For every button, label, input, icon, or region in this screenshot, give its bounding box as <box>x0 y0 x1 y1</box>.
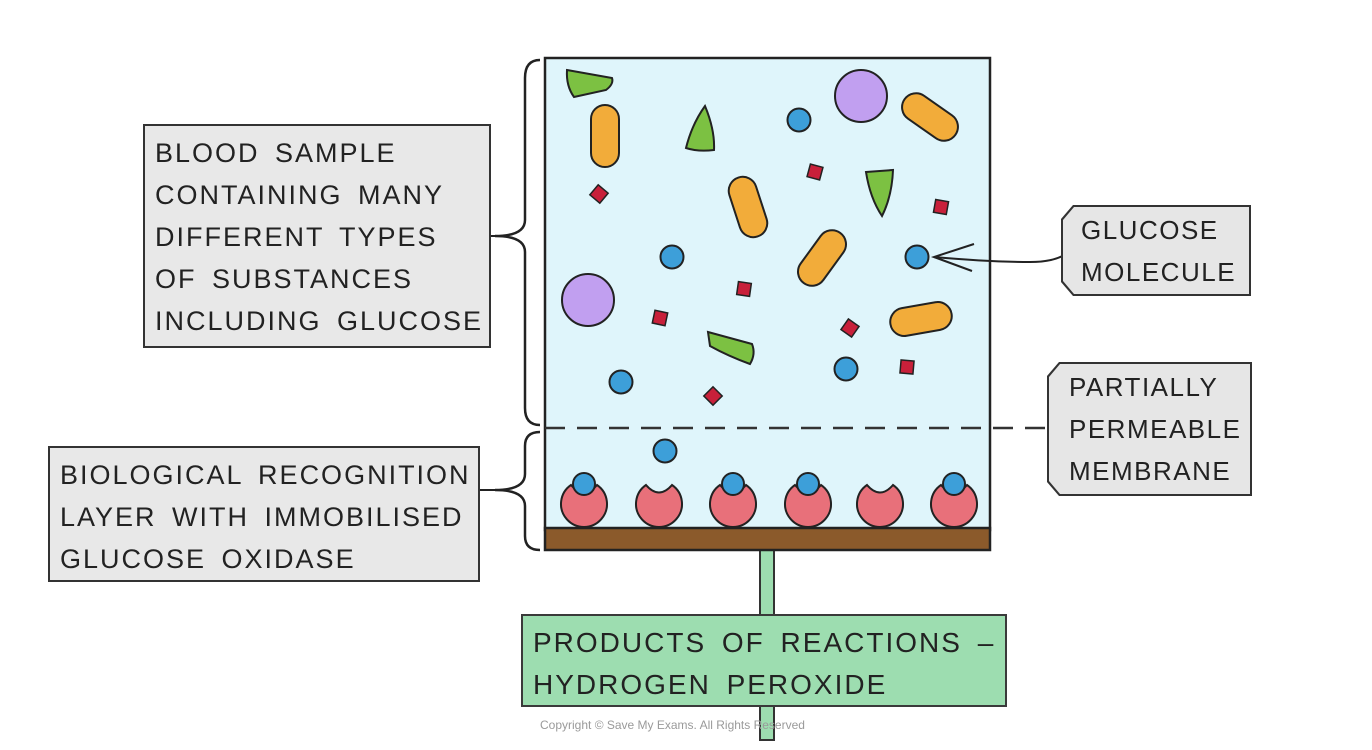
label-line: INCLUDING GLUCOSE <box>155 306 484 336</box>
orange-molecule <box>727 175 769 239</box>
red-molecule <box>806 163 824 181</box>
enzyme-with-glucose <box>709 472 757 528</box>
red-molecule <box>899 359 915 375</box>
blood-sample-label: BLOOD SAMPLE CONTAINING MANY DIFFERENT T… <box>143 124 491 348</box>
brace-bio-layer <box>494 430 541 552</box>
label-line: PARTIALLY <box>1069 372 1219 402</box>
green-molecule <box>684 103 716 152</box>
red-molecule <box>839 317 861 339</box>
label-line: BIOLOGICAL RECOGNITION <box>60 460 471 490</box>
glucose-molecule-tag: GLUCOSE MOLECULE <box>1063 207 1249 294</box>
green-molecule <box>706 330 755 366</box>
electrode-base <box>543 526 992 552</box>
label-line: PERMEABLE <box>1069 414 1242 444</box>
label-line: MEMBRANE <box>1069 456 1232 486</box>
label-line: OF SUBSTANCES <box>155 264 414 294</box>
label-line: MOLECULE <box>1081 257 1237 287</box>
enzyme-with-glucose <box>930 472 978 528</box>
label-line: DIFFERENT TYPES <box>155 222 438 252</box>
label-line: CONTAINING MANY <box>155 180 445 210</box>
glucose-molecule <box>608 369 634 395</box>
glucose-arrowhead <box>930 243 975 272</box>
glucose-molecule <box>786 107 812 133</box>
orange-molecule <box>797 229 847 287</box>
glucose-molecule <box>833 356 859 382</box>
green-molecule <box>565 68 614 99</box>
orange-molecule <box>901 92 959 142</box>
green-molecule <box>864 168 895 218</box>
red-molecule <box>702 385 724 407</box>
orange-molecule <box>590 104 620 168</box>
purple-molecule <box>834 69 888 123</box>
membrane-tag: PARTIALLY PERMEABLE MEMBRANE <box>1049 364 1250 494</box>
brace-blood-sample <box>494 58 541 427</box>
purple-molecule <box>561 273 615 327</box>
enzyme-with-glucose <box>560 472 608 528</box>
glucose-molecule <box>659 244 685 270</box>
enzyme-empty <box>635 483 683 528</box>
label-line: GLUCOSE OXIDASE <box>60 544 356 574</box>
orange-molecule <box>889 301 953 337</box>
red-molecule <box>651 309 669 327</box>
copyright-text: Copyright © Save My Exams. All Rights Re… <box>540 718 805 732</box>
label-line: LAYER WITH IMMOBILISED <box>60 502 464 532</box>
red-molecule <box>735 280 753 298</box>
products-label: PRODUCTS OF REACTIONS – HYDROGEN PEROXID… <box>521 614 1007 707</box>
red-molecule <box>932 198 950 216</box>
label-line: PRODUCTS OF REACTIONS – <box>533 627 996 658</box>
glucose-molecule <box>904 244 930 270</box>
glucose-molecule <box>652 438 678 464</box>
red-molecule <box>588 183 610 205</box>
label-line: BLOOD SAMPLE <box>155 138 397 168</box>
bio-recognition-layer-label: BIOLOGICAL RECOGNITION LAYER WITH IMMOBI… <box>48 446 480 582</box>
label-line: HYDROGEN PEROXIDE <box>533 669 888 700</box>
enzyme-empty <box>856 483 904 528</box>
enzyme-with-glucose <box>784 472 832 528</box>
label-line: GLUCOSE <box>1081 215 1219 245</box>
